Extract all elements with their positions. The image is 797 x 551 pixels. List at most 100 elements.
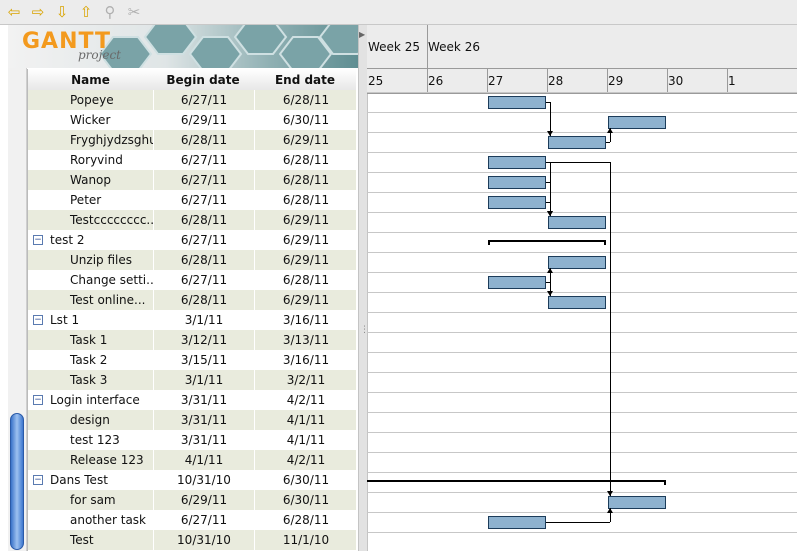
task-name: Fryghjydzsghu: [70, 133, 153, 147]
row-gridline: [367, 292, 797, 293]
summary-bar[interactable]: [488, 240, 606, 245]
task-name: Popeye: [70, 93, 114, 107]
task-name-cell: Task 1: [28, 330, 153, 350]
task-bar[interactable]: [488, 156, 546, 169]
column-header-begin-date[interactable]: Begin date: [166, 73, 240, 87]
day-label: 28: [548, 74, 564, 88]
scrollbar-thumb[interactable]: [10, 413, 24, 550]
task-bar[interactable]: [608, 496, 666, 509]
down-arrow-icon[interactable]: ⇩: [55, 3, 69, 21]
row-gridline: [367, 412, 797, 413]
dependency-line: [550, 282, 551, 296]
begin-date-cell: 10/31/10: [153, 530, 254, 550]
task-bar[interactable]: [548, 136, 606, 149]
begin-date-cell: 4/1/11: [153, 450, 254, 470]
task-name: Wicker: [70, 113, 111, 127]
task-name: Unzip files: [70, 253, 132, 267]
summary-bar[interactable]: [367, 480, 666, 485]
collapse-toggle-icon[interactable]: −: [33, 235, 43, 245]
end-date-cell: 6/28/11: [254, 170, 356, 190]
forward-arrow-icon[interactable]: ⇨: [31, 3, 45, 21]
end-date-cell: 6/29/11: [254, 250, 356, 270]
dependency-arrow-icon: [607, 491, 613, 496]
task-bar[interactable]: [548, 256, 606, 269]
column-header-name[interactable]: Name: [71, 73, 110, 87]
task-bar[interactable]: [548, 216, 606, 229]
end-date-cell: 6/29/11: [254, 210, 356, 230]
tree-scrollbar[interactable]: [8, 68, 27, 551]
collapse-arrow-icon[interactable]: ▶: [359, 30, 366, 39]
end-date-cell: 6/28/11: [254, 90, 356, 110]
begin-date-cell: 6/27/11: [153, 230, 254, 250]
end-date-cell: 6/28/11: [254, 150, 356, 170]
row-gridline: [367, 112, 797, 113]
task-bar[interactable]: [608, 116, 666, 129]
task-name-cell: Task 2: [28, 350, 153, 370]
dependency-line: [546, 162, 610, 163]
begin-date-cell: 3/31/11: [153, 410, 254, 430]
end-date-cell: 6/29/11: [254, 130, 356, 150]
task-name-cell: Roryvind: [28, 150, 153, 170]
task-name-cell: Testcccccccc...: [28, 210, 153, 230]
collapse-toggle-icon[interactable]: −: [33, 395, 43, 405]
task-bar[interactable]: [488, 516, 546, 529]
task-name-cell: Test: [28, 530, 153, 550]
collapse-toggle-icon[interactable]: −: [33, 475, 43, 485]
dependency-line: [550, 102, 551, 136]
collapse-toggle-icon[interactable]: −: [33, 315, 43, 325]
task-bar[interactable]: [548, 296, 606, 309]
day-label: 1: [728, 74, 736, 88]
pane-splitter[interactable]: ▶ ⋮: [358, 25, 369, 551]
task-bar[interactable]: [488, 96, 546, 109]
begin-date-cell: 6/27/11: [153, 270, 254, 290]
begin-date-cell: 6/27/11: [153, 510, 254, 530]
end-date-cell: 4/1/11: [254, 410, 356, 430]
back-arrow-icon[interactable]: ⇦: [7, 3, 21, 21]
splitter-grip-icon[interactable]: ⋮: [360, 325, 369, 335]
end-date-cell: 3/13/11: [254, 330, 356, 350]
begin-date-cell: 6/28/11: [153, 130, 254, 150]
task-name: Wanop: [70, 173, 112, 187]
task-bar[interactable]: [488, 196, 546, 209]
day-label: 29: [608, 74, 624, 88]
task-name: Release 123: [70, 453, 144, 467]
task-name-cell: Change setti...: [28, 270, 153, 290]
end-date-cell: 4/2/11: [254, 450, 356, 470]
begin-date-cell: 6/27/11: [153, 170, 254, 190]
row-gridline: [367, 332, 797, 333]
begin-date-cell: 10/31/10: [153, 470, 254, 490]
day-label: 26: [428, 74, 444, 88]
task-name-cell: test 123: [28, 430, 153, 450]
task-name-cell: another task: [28, 510, 153, 530]
up-arrow-icon[interactable]: ⇧: [79, 3, 93, 21]
task-bar[interactable]: [488, 276, 546, 289]
column-header-end-date[interactable]: End date: [274, 73, 336, 87]
task-bar[interactable]: [488, 176, 546, 189]
task-name: Test online...: [70, 293, 146, 307]
